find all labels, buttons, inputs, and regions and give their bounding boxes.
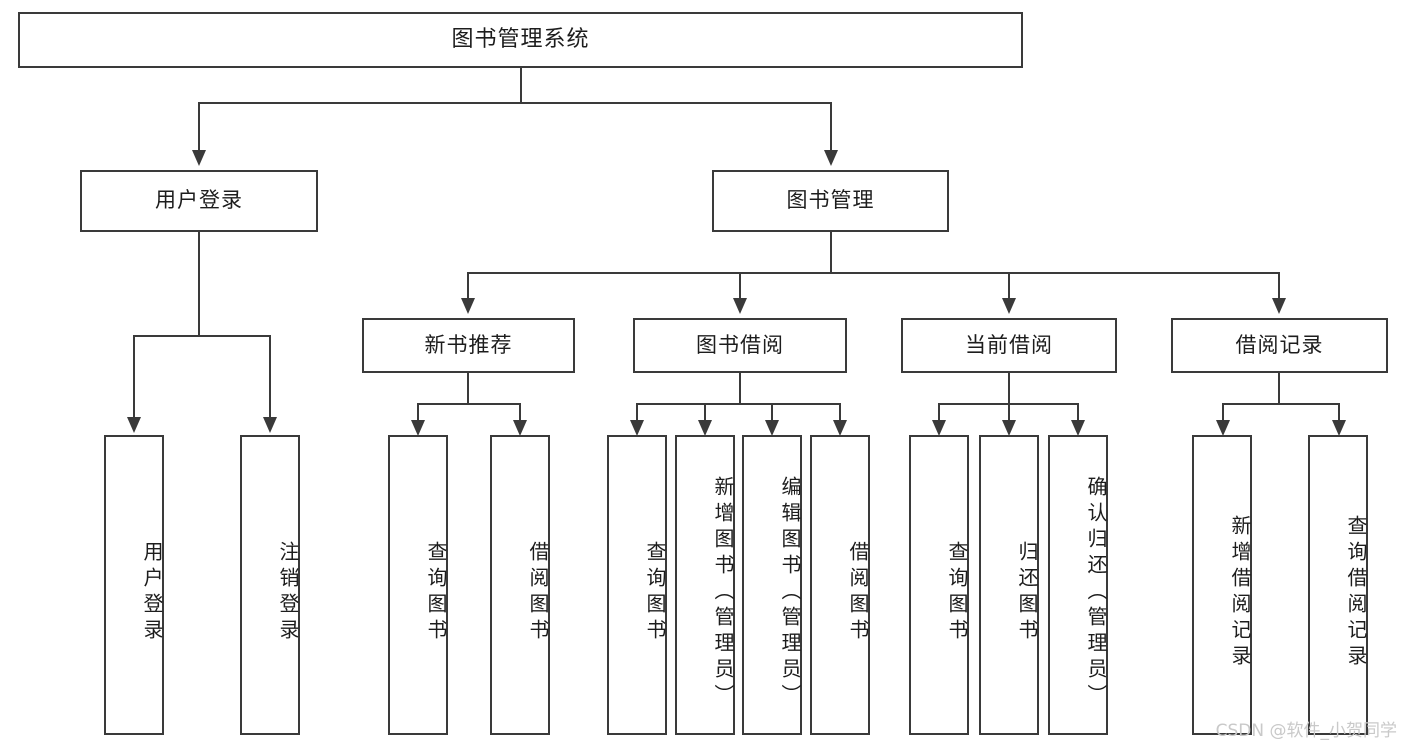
arrowhead-leaf-logout	[263, 417, 277, 433]
arrowhead-bb-query-book	[630, 420, 644, 436]
arrowhead-bb-edit-book	[765, 420, 779, 436]
connector-level2-bar	[467, 272, 1279, 274]
node-book-management[interactable]: 图书管理	[712, 170, 949, 232]
connector-drop-cb-query-book	[938, 403, 940, 420]
arrowhead-current-borrow	[1002, 298, 1016, 314]
arrowhead-cb-query-book	[932, 420, 946, 436]
leaf-cb-return-book[interactable]: 归还图书	[979, 435, 1039, 735]
node-label: 查询图书	[945, 541, 969, 645]
node-label: 图书借阅	[696, 332, 784, 357]
connector-new-book-recommend-trunk	[467, 373, 469, 403]
arrowhead-br-add-record	[1216, 420, 1230, 436]
leaf-bb-borrow-book[interactable]: 借阅图书	[810, 435, 870, 735]
arrowhead-bb-add-book	[698, 420, 712, 436]
arrowhead-br-query-record	[1332, 420, 1346, 436]
connector-drop-br-add-record	[1222, 403, 1224, 420]
connector-drop-nbr-borrow-book	[519, 403, 521, 420]
node-label: 当前借阅	[965, 332, 1053, 357]
leaf-bb-add-book[interactable]: 新增图书（管理员）	[675, 435, 735, 735]
node-borrow-record[interactable]: 借阅记录	[1171, 318, 1388, 373]
leaf-bb-edit-book[interactable]: 编辑图书（管理员）	[742, 435, 802, 735]
connector-level1-bar	[198, 102, 832, 104]
leaf-nbr-borrow-book[interactable]: 借阅图书	[490, 435, 550, 735]
node-current-borrow[interactable]: 当前借阅	[901, 318, 1117, 373]
connector-drop-cb-return-book	[1008, 403, 1010, 420]
connector-borrow-record-bar	[1222, 403, 1339, 405]
node-label: 归还图书	[1015, 541, 1039, 645]
connector-drop-nbr-query-book	[417, 403, 419, 420]
connector-user-login-bar	[133, 335, 269, 337]
node-label: 新增图书（管理员）	[711, 476, 735, 710]
connector-drop-book-management	[830, 102, 832, 150]
leaf-cb-query-book[interactable]: 查询图书	[909, 435, 969, 735]
node-label: 查询图书	[643, 541, 667, 645]
node-label: 查询图书	[424, 541, 448, 645]
arrowhead-user-login	[192, 150, 206, 166]
node-user-login[interactable]: 用户登录	[80, 170, 318, 232]
connector-drop-bb-edit-book	[771, 403, 773, 420]
connector-drop-leaf-logout	[269, 335, 271, 417]
node-label: 注销登录	[276, 541, 300, 645]
connector-drop-bb-borrow-book	[839, 403, 841, 420]
connector-drop-leaf-user-login	[133, 335, 135, 417]
node-label: 编辑图书（管理员）	[778, 476, 802, 710]
leaf-br-add-record[interactable]: 新增借阅记录	[1192, 435, 1252, 735]
node-label: 图书管理系统	[451, 26, 590, 52]
connector-current-borrow-trunk	[1008, 373, 1010, 403]
connector-drop-new-book-recommend	[467, 272, 469, 298]
connector-root-trunk	[520, 68, 522, 102]
arrowhead-book-management	[824, 150, 838, 166]
connector-drop-bb-add-book	[704, 403, 706, 420]
node-root-book-management-system[interactable]: 图书管理系统	[18, 12, 1023, 68]
leaf-bb-query-book[interactable]: 查询图书	[607, 435, 667, 735]
node-label: 用户登录	[140, 541, 164, 645]
arrowhead-new-book-recommend	[461, 298, 475, 314]
connector-drop-bb-query-book	[636, 403, 638, 420]
node-label: 用户登录	[155, 188, 243, 213]
arrowhead-leaf-user-login	[127, 417, 141, 433]
connector-book-borrow-bar	[636, 403, 840, 405]
leaf-user-login[interactable]: 用户登录	[104, 435, 164, 735]
connector-drop-borrow-record	[1278, 272, 1280, 298]
leaf-nbr-query-book[interactable]: 查询图书	[388, 435, 448, 735]
connector-new-book-recommend-bar	[417, 403, 520, 405]
node-label: 确认归还（管理员）	[1084, 476, 1108, 710]
connector-user-login-trunk	[198, 232, 200, 335]
connector-drop-user-login	[198, 102, 200, 150]
node-label: 新书推荐	[424, 332, 513, 357]
node-label: 借阅图书	[846, 541, 870, 645]
connector-drop-book-borrow	[739, 272, 741, 298]
connector-drop-current-borrow	[1008, 272, 1010, 298]
node-label: 图书管理	[786, 188, 875, 213]
node-label: 借阅记录	[1235, 332, 1324, 357]
node-book-borrow[interactable]: 图书借阅	[633, 318, 847, 373]
arrowhead-cb-confirm-return	[1071, 420, 1085, 436]
connector-borrow-record-trunk	[1278, 373, 1280, 403]
leaf-logout[interactable]: 注销登录	[240, 435, 300, 735]
leaf-cb-confirm-return[interactable]: 确认归还（管理员）	[1048, 435, 1108, 735]
leaf-br-query-record[interactable]: 查询借阅记录	[1308, 435, 1368, 735]
connector-drop-br-query-record	[1338, 403, 1340, 420]
connector-drop-cb-confirm-return	[1077, 403, 1079, 420]
watermark: CSDN @软件_小贺同学	[1215, 721, 1397, 741]
node-new-book-recommend[interactable]: 新书推荐	[362, 318, 575, 373]
node-label: 查询借阅记录	[1344, 515, 1368, 671]
arrowhead-nbr-query-book	[411, 420, 425, 436]
arrowhead-borrow-record	[1272, 298, 1286, 314]
arrowhead-cb-return-book	[1002, 420, 1016, 436]
connector-book-borrow-trunk	[739, 373, 741, 403]
arrowhead-nbr-borrow-book	[513, 420, 527, 436]
arrowhead-book-borrow	[733, 298, 747, 314]
arrowhead-bb-borrow-book	[833, 420, 847, 436]
node-label: 新增借阅记录	[1228, 515, 1252, 671]
connector-book-management-trunk	[830, 232, 832, 272]
node-label: 借阅图书	[526, 541, 550, 645]
